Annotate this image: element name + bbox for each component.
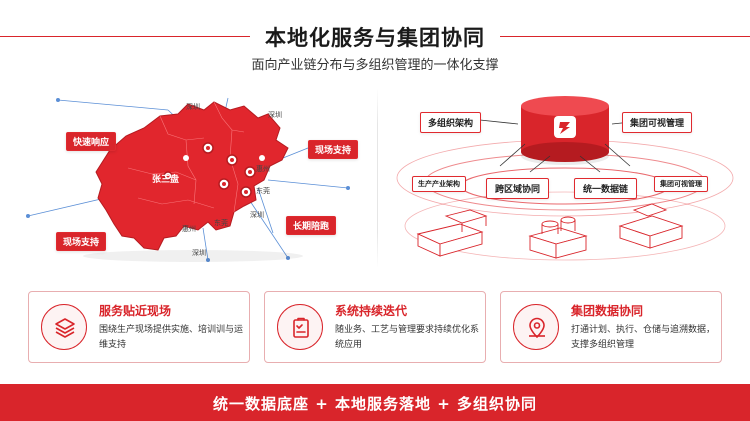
central-database [521,96,609,165]
page-subtitle: 面向产业链分布与多组织管理的一体化支撑 [251,58,499,73]
tag-group-visual: 集团可视管理 [622,112,693,133]
callout-onsite-support-right: 现场支持 [308,140,359,159]
card-description: 随业务、工艺与管理要求持续优化系统应用 [335,325,480,350]
province-shape [95,101,289,251]
city-label: 东莞 [256,187,270,195]
title-rule-left [0,36,250,37]
feature-cards: 服务贴近现场 围绕生产现场提供实施、培训训与运维支持 系统持续迭代 随业务、工艺… [28,291,722,363]
callout-onsite-support-left: 现场支持 [56,232,107,251]
checklist-icon [277,304,323,350]
card-title: 服务贴近现场 [99,304,172,318]
callout-fast-response: 快速响应 [66,132,117,151]
panel-divider [377,88,378,268]
region-map-graphic [26,97,350,262]
title-rule-right [500,36,750,37]
location-icon [513,304,559,350]
city-markers [163,142,265,198]
header: 本地化服务与集团协同 面向产业链分布与多组织管理的一体化支撑 [0,0,750,80]
tag-supply-chain: 生产产业架构 [412,176,466,192]
card-description: 围绕生产现场提供实施、培训训与运维支持 [99,325,244,350]
card-title: 集团数据协同 [571,304,644,318]
city-label: 东莞 [214,219,228,227]
tag-unified-data: 统一数据链 [574,178,638,199]
footer-banner: 统一数据底座 + 本地服务落地 + 多组织协同 [0,384,750,421]
footer-slogan: 统一数据底座 + 本地服务落地 + 多组织协同 [212,395,538,413]
card-title: 系统持续迭代 [335,304,408,318]
page-title: 本地化服务与集团协同 [265,26,485,50]
layers-icon [41,304,87,350]
feature-card-onsite-service: 服务贴近现场 围绕生产现场提供实施、培训训与运维支持 [28,291,250,363]
city-label: 深圳 [268,111,282,119]
group-architecture-diagram: 多组织架构 集团可视管理 生产产业架构 跨区域协同 统一数据链 集团可视管理 [390,86,740,274]
card-description: 打通计划、执行、仓储与追溯数据，支撑多组织管理 [571,325,716,350]
connector-dots [26,98,350,262]
city-label: 深圳 [250,211,264,219]
city-label: 深圳 [192,249,206,257]
city-label: 惠州 [182,225,196,233]
tag-group-visual-small: 集团可视管理 [654,176,708,192]
callout-long-term: 长期陪跑 [286,216,337,235]
feature-card-group-data: 集团数据协同 打通计划、执行、仓储与追溯数据，支撑多组织管理 [500,291,722,363]
tag-multi-org: 多组织架构 [420,112,482,133]
city-label: 惠州 [256,165,270,173]
factory-buildings [416,203,684,259]
service-map-panel: 快速响应 现场支持 长期陪跑 现场支持 深圳 深圳 张三盘 惠州 东莞 深圳 东… [18,88,368,270]
feature-card-continuous-iteration: 系统持续迭代 随业务、工艺与管理要求持续优化系统应用 [264,291,486,363]
city-label: 深圳 [186,103,200,111]
tag-cross-region: 跨区域协同 [486,178,550,199]
city-label: 张三盘 [152,175,180,185]
